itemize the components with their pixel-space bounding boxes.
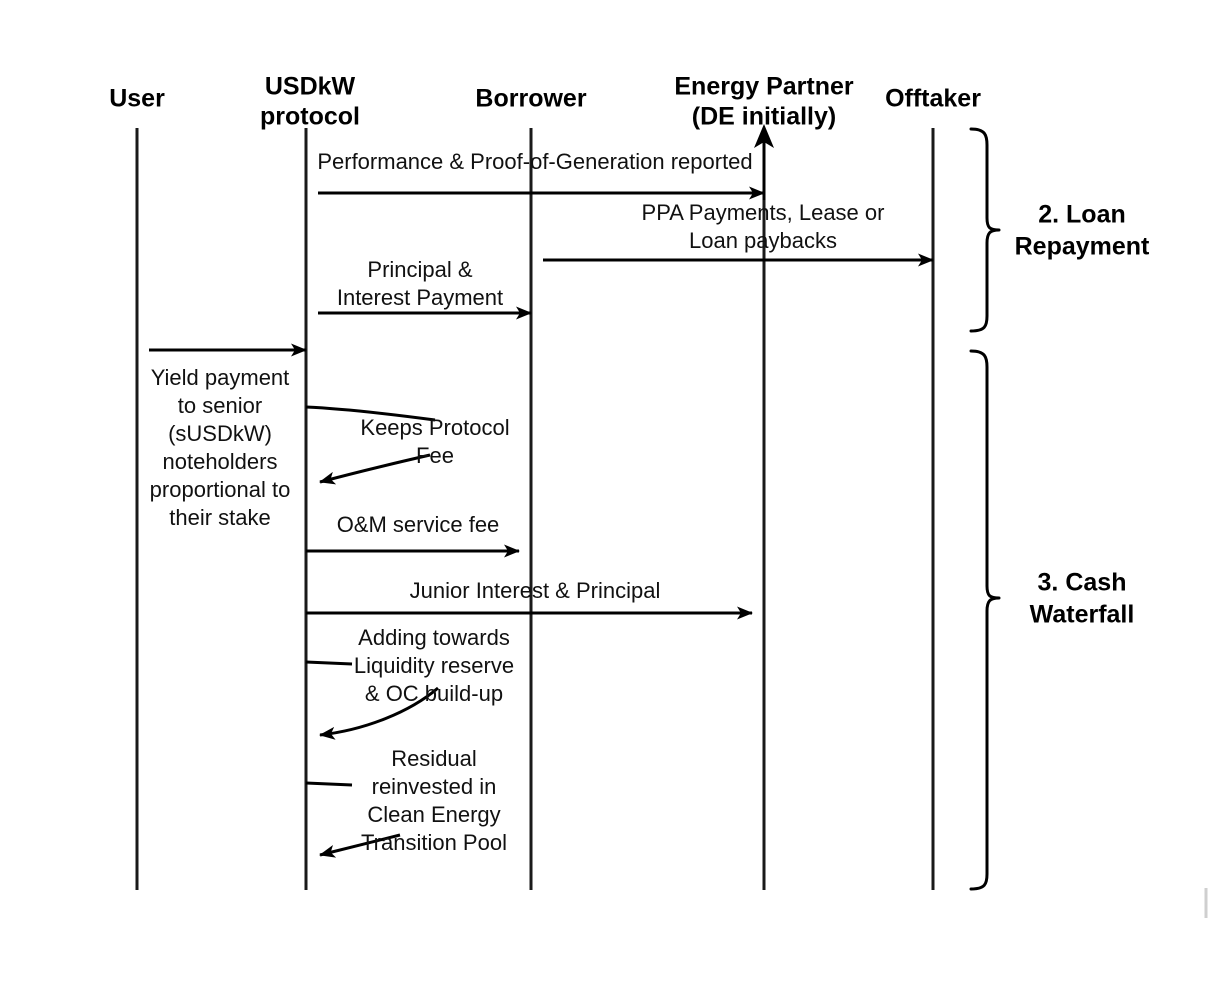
participant-header-user: User <box>109 85 165 113</box>
phase-3-label-line1: 3. Cash <box>1038 569 1127 597</box>
self-loop-return-m8 <box>319 686 439 740</box>
message-label-m5-line2: Fee <box>416 443 454 468</box>
message-performance-proof-of-generation: Performance & Proof-of-Generation report… <box>317 149 765 200</box>
participant-header-usdkw-line1: USDkW <box>265 73 356 101</box>
message-label-m4-line4: noteholders <box>163 449 278 474</box>
message-label-m1: Performance & Proof-of-Generation report… <box>317 149 752 174</box>
message-label-m5-line1: Keeps Protocol <box>360 415 509 440</box>
message-liquidity-reserve-oc-buildup: Adding towards Liquidity reserve & OC bu… <box>305 625 514 740</box>
message-label-m4-line5: proportional to <box>150 477 291 502</box>
up-arrowhead-icon <box>754 124 774 148</box>
phase-loan-repayment: 2. Loan Repayment <box>969 127 1150 333</box>
self-loop-return-m9 <box>319 833 401 858</box>
self-loop-out-m5 <box>305 405 436 422</box>
message-label-m9-line3: Clean Energy <box>367 802 500 827</box>
participant-header-offtaker: Offtaker <box>885 85 981 113</box>
message-label-m2-line2: Loan paybacks <box>689 228 837 253</box>
self-loop-out-m8 <box>305 660 353 666</box>
brace-phase-2 <box>969 127 1001 333</box>
message-label-m2-line1: PPA Payments, Lease or <box>642 200 885 225</box>
brace-phase-3 <box>969 349 1001 891</box>
message-label-m3-line2: Interest Payment <box>337 285 503 310</box>
message-label-m3-line1: Principal & <box>367 257 472 282</box>
message-label-m4-line3: (sUSDkW) <box>168 421 272 446</box>
message-label-m7: Junior Interest & Principal <box>410 578 661 603</box>
message-junior-interest-principal: Junior Interest & Principal <box>306 578 753 620</box>
self-loop-return-m5 <box>319 453 431 485</box>
message-om-service-fee: O&M service fee <box>306 512 520 558</box>
self-loop-out-m9 <box>305 781 353 787</box>
message-label-m4-line1: Yield payment <box>151 365 290 390</box>
message-yield-payment-to-user: Yield payment to senior (sUSDkW) notehol… <box>149 343 307 530</box>
message-label-m8-line2: Liquidity reserve <box>354 653 514 678</box>
message-label-m8-line1: Adding towards <box>358 625 510 650</box>
message-keeps-protocol-fee: Keeps Protocol Fee <box>305 405 510 485</box>
message-label-m9-line2: reinvested in <box>372 774 497 799</box>
message-label-m6: O&M service fee <box>337 512 500 537</box>
participant-headers: User USDkW protocol Borrower Energy Part… <box>109 73 981 131</box>
message-label-m9-line4: Transition Pool <box>361 830 507 855</box>
phase-2-label-line1: 2. Loan <box>1038 201 1126 229</box>
phase-annotations-group: 2. Loan Repayment 3. Cash Waterfall <box>969 127 1150 891</box>
message-label-m8-line3: & OC build-up <box>365 681 503 706</box>
messages-group: Performance & Proof-of-Generation report… <box>149 149 934 858</box>
message-residual-reinvested: Residual reinvested in Clean Energy Tran… <box>305 746 507 858</box>
message-label-m4-line2: to senior <box>178 393 262 418</box>
participant-header-energy-partner-line1: Energy Partner <box>674 73 854 101</box>
message-principal-interest-payment: Principal & Interest Payment <box>318 257 532 320</box>
phase-3-label-line2: Waterfall <box>1030 601 1135 629</box>
participant-header-borrower: Borrower <box>475 85 586 113</box>
participant-header-usdkw-line2: protocol <box>260 103 360 131</box>
phase-cash-waterfall: 3. Cash Waterfall <box>969 349 1135 891</box>
phase-2-label-line2: Repayment <box>1015 233 1150 261</box>
message-label-m9-line1: Residual <box>391 746 477 771</box>
message-ppa-payments: PPA Payments, Lease or Loan paybacks <box>543 200 934 267</box>
message-label-m4-line6: their stake <box>169 505 271 530</box>
